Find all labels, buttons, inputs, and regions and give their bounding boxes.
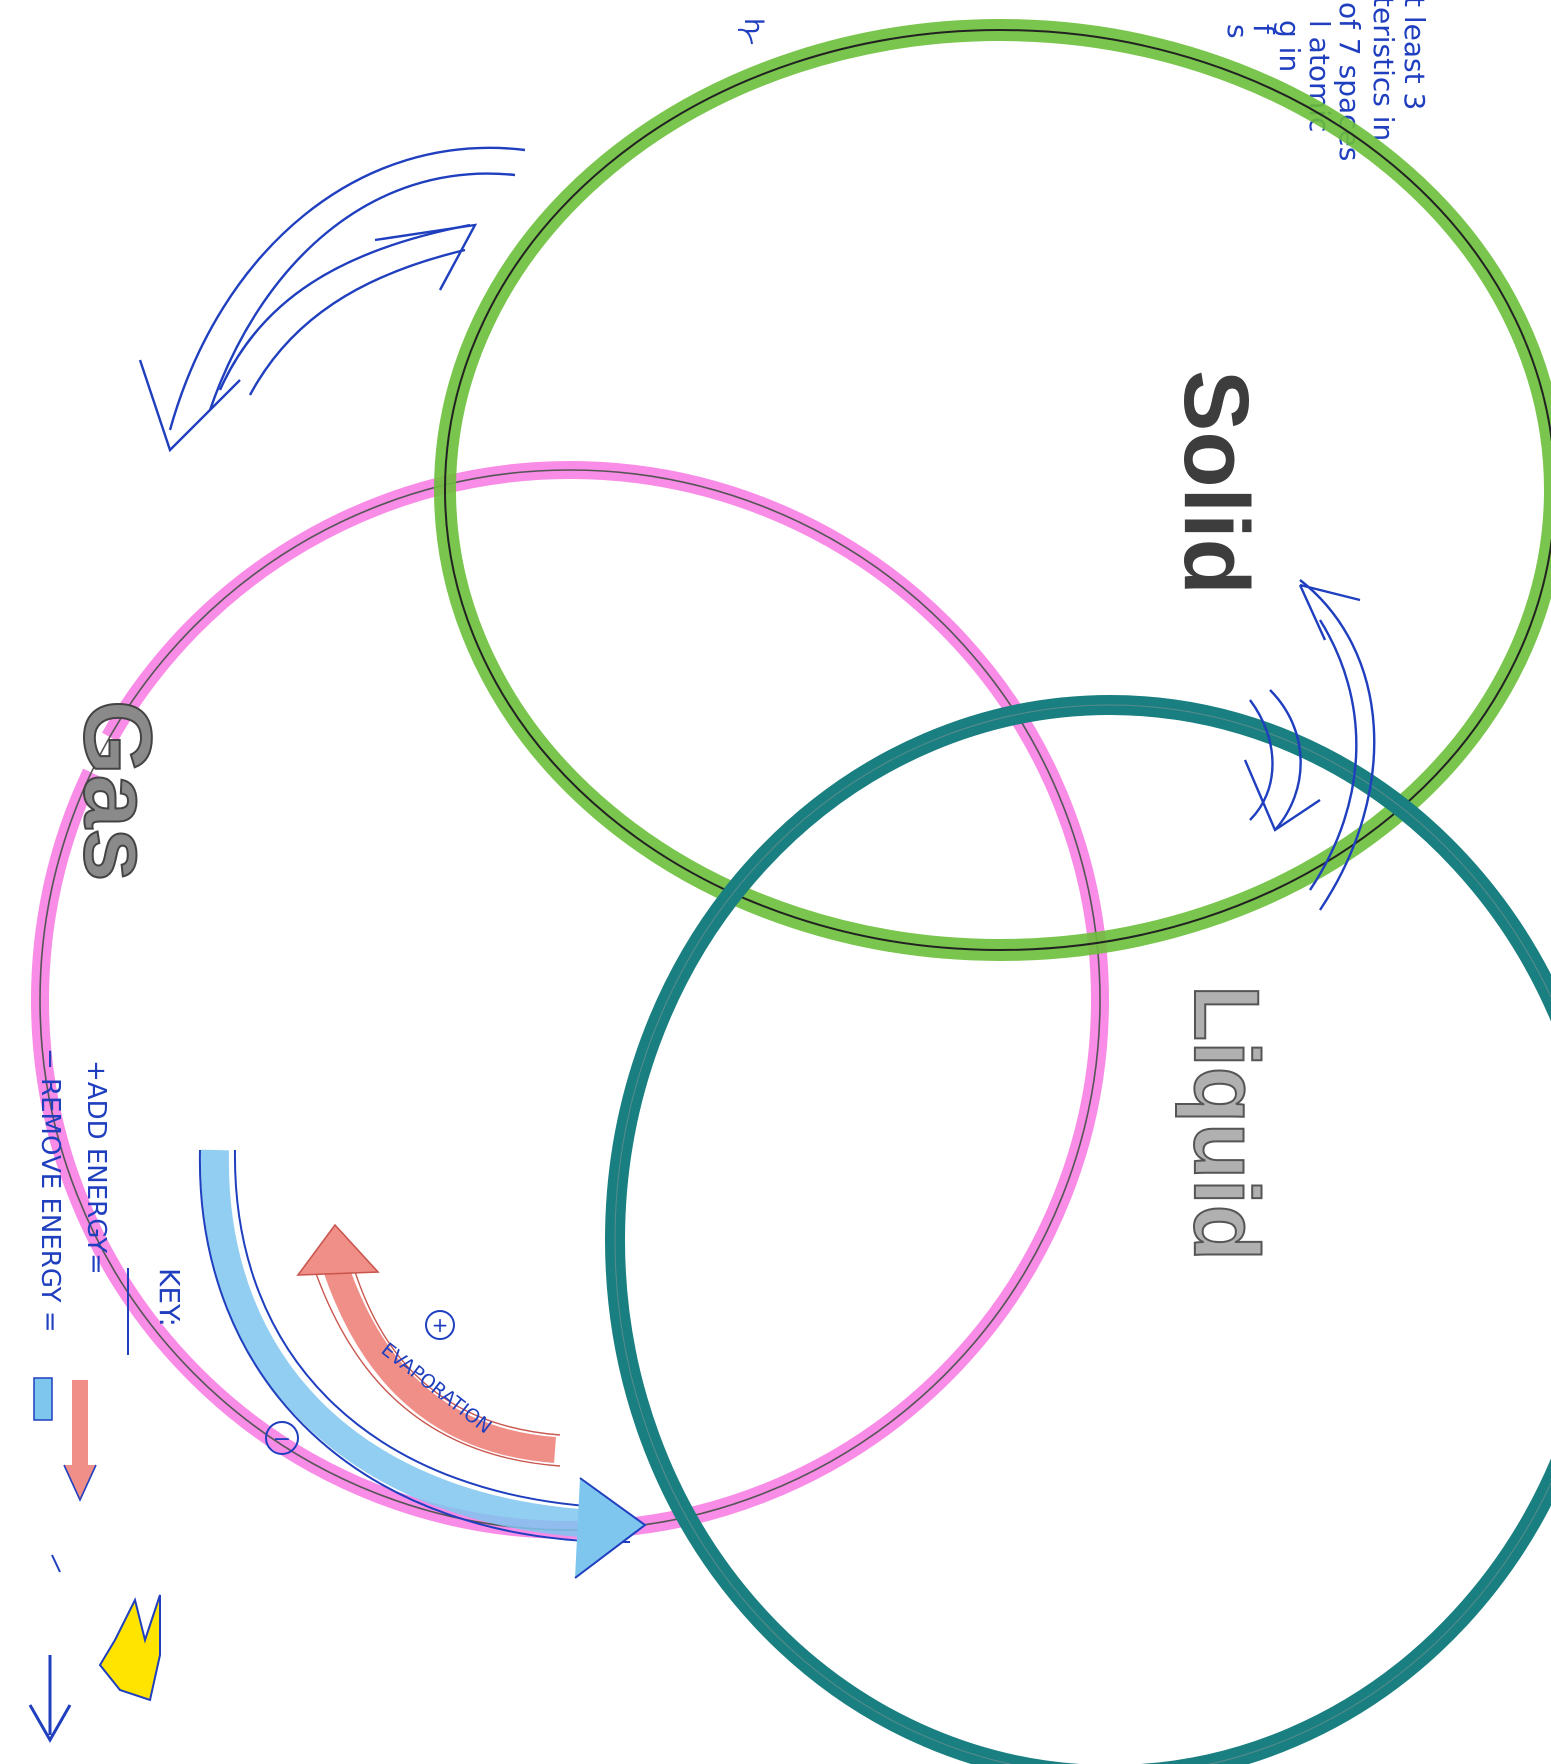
gas-to-solid-arrow	[218, 223, 471, 391]
evaporation-arrowhead	[296, 1223, 380, 1276]
evaporation-plus-sign: +	[432, 1313, 449, 1337]
blue-down-arrow-icon	[28, 1655, 72, 1744]
instructions-fragment: h t least 3 teristics in of 7 spaces l a…	[737, 0, 1431, 161]
solid-to-liquid-arrow	[1299, 579, 1376, 911]
solid-circle	[434, 19, 1551, 961]
solid-label: Solid	[1165, 370, 1267, 595]
key-remove-energy-swatch	[33, 1377, 53, 1421]
liquid-circle	[605, 695, 1551, 1764]
instructions-line-8: s	[1221, 24, 1254, 39]
star-icon	[98, 1594, 161, 1702]
key-title: KEY:	[153, 1268, 186, 1327]
solid-gas-arrows	[138, 146, 526, 453]
circled-mark	[737, 28, 753, 45]
solid-to-gas-arrow	[168, 146, 526, 431]
key-remove-energy-line: − REMOVE ENERGY =	[35, 1048, 65, 1333]
gas-to-solid-arrowhead	[374, 223, 478, 291]
gas-label: Gas	[64, 700, 171, 881]
key-add-energy-line: +ADD ENERGY=	[81, 1060, 111, 1275]
instructions-line-2: t least 3	[1398, 0, 1431, 110]
evaporation-arrow	[317, 1246, 556, 1463]
liquid-label: Liquid	[1175, 985, 1277, 1261]
condensation-arrow	[200, 1149, 621, 1539]
solid-to-gas-arrowhead	[138, 359, 241, 453]
remove-energy-circle-marker	[265, 1421, 299, 1455]
liquid-to-solid-arrow	[1269, 689, 1302, 831]
condensation-arrowhead	[574, 1477, 647, 1579]
add-energy-circle-marker	[425, 1310, 455, 1340]
gas-circle	[31, 461, 1109, 1539]
instructions-line-1: h	[738, 18, 768, 34]
key: KEY: +ADD ENERGY= − REMOVE ENERGY =	[28, 1048, 186, 1744]
condensation-minus-sign: −	[273, 1427, 291, 1452]
instructions-line-3: teristics in	[1367, 0, 1400, 141]
gas-liquid-arrows: EVAPORATION + −	[198, 1149, 647, 1579]
instructions-line-6: g in	[1273, 20, 1306, 72]
solid-liquid-arrows	[1243, 579, 1376, 911]
liquid-to-solid-arrowhead	[1243, 759, 1321, 832]
instructions-line-7: f	[1247, 24, 1280, 35]
